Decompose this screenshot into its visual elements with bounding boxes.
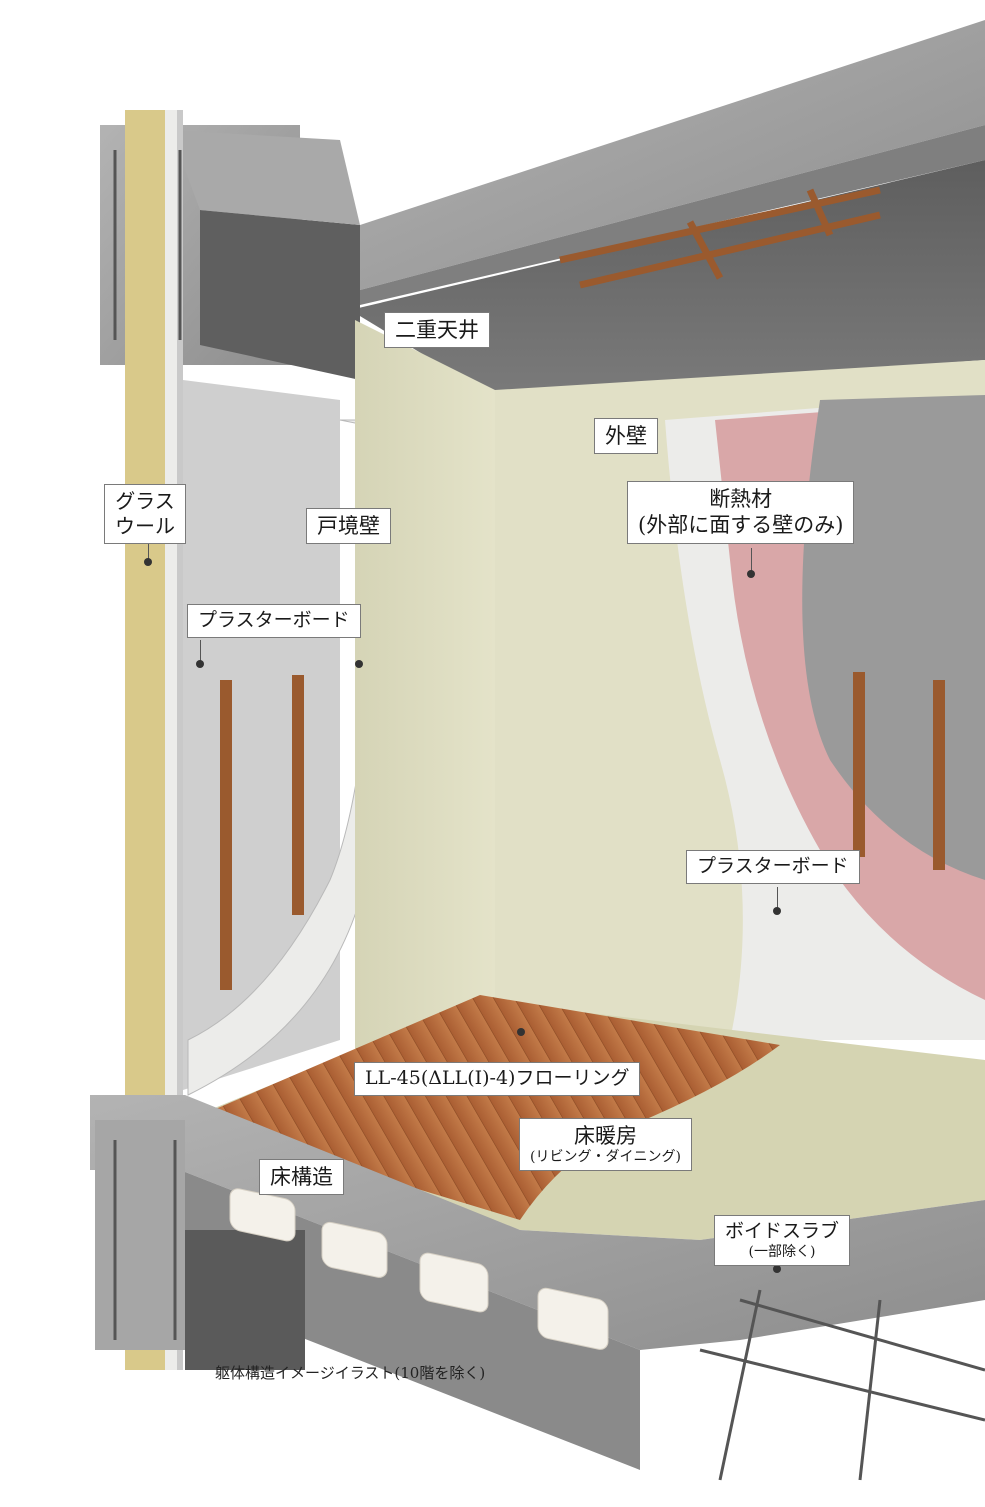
right-studs bbox=[853, 672, 945, 870]
label-party-wall: 戸境壁 bbox=[306, 508, 391, 545]
pin-plaster-right bbox=[773, 907, 781, 915]
label-floor-heating: 床暖房 (リビング・ダイニング) bbox=[519, 1118, 692, 1172]
pin-plaster-left bbox=[196, 660, 204, 668]
back-wall bbox=[355, 320, 495, 1070]
leader-plaster-left bbox=[200, 640, 201, 664]
pin-party-wall bbox=[355, 660, 363, 668]
leader-insulation bbox=[751, 548, 752, 572]
label-double-ceiling: 二重天井 bbox=[384, 312, 490, 349]
floor-slab-top bbox=[90, 1095, 985, 1350]
left-studs bbox=[220, 675, 304, 990]
beam-top bbox=[170, 130, 360, 225]
top-slab bbox=[360, 20, 985, 290]
illustration-caption: 躯体構造イメージイラスト(10階を除く) bbox=[215, 1364, 486, 1382]
top-slab-front bbox=[360, 125, 985, 305]
label-exterior-wall: 外壁 bbox=[594, 418, 658, 455]
leader-glass-wool bbox=[148, 538, 149, 562]
label-insulation: 断熱材 (外部に面する壁のみ) bbox=[627, 481, 855, 544]
label-plaster-board-right: プラスターボード bbox=[686, 850, 860, 884]
label-void-slab: ボイドスラブ (一部除く) bbox=[714, 1215, 851, 1266]
beam-front bbox=[200, 210, 360, 380]
pin-flooring bbox=[517, 1028, 525, 1036]
label-flooring: LL-45(ΔLL(I)-4)フローリング bbox=[354, 1062, 641, 1096]
leader-plaster-right bbox=[777, 887, 778, 911]
pin-glass-wool bbox=[144, 558, 152, 566]
pin-void-slab bbox=[773, 1265, 781, 1273]
label-plaster-board-left: プラスターボード bbox=[187, 604, 361, 638]
rebar bbox=[113, 150, 985, 1481]
label-glass-wool: グラス ウール bbox=[104, 484, 186, 544]
floor-column bbox=[95, 1120, 185, 1350]
pin-insulation bbox=[747, 570, 755, 578]
ceiling-joists bbox=[559, 186, 881, 289]
void-holes bbox=[229, 1188, 609, 1350]
label-floor-structure: 床構造 bbox=[259, 1159, 344, 1196]
